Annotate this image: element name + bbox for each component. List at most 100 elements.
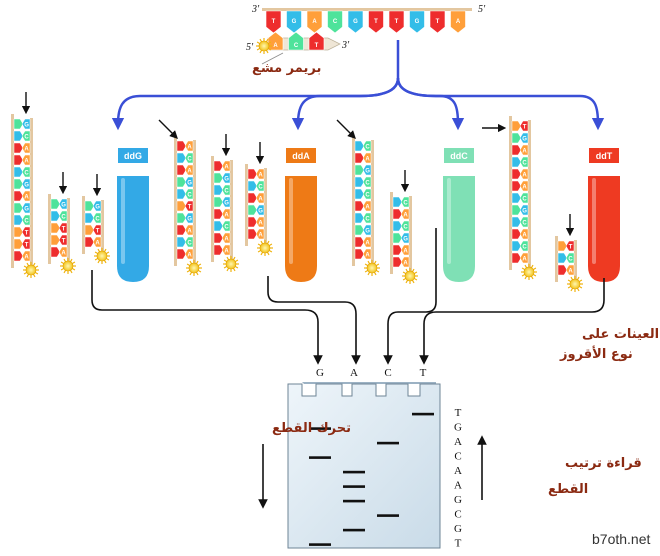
fragment-template-base: [213, 208, 224, 220]
template-base: [306, 10, 323, 34]
fragment-template-base: [176, 236, 187, 248]
fragment-base-letter: A: [365, 157, 370, 163]
fragment-template-base: [50, 222, 61, 234]
fragment-base-letter: G: [403, 237, 408, 243]
fragment-base-letter: C: [365, 181, 370, 187]
fragment-template-base: [354, 248, 365, 260]
fragment-base-letter: C: [365, 193, 370, 199]
fragment-base-letter: C: [187, 193, 192, 199]
primer-base: [288, 31, 304, 51]
fragment-base-letter: C: [187, 241, 192, 247]
fragment-template-base: [511, 228, 522, 240]
gel-band-g: [309, 456, 331, 459]
fragment-template-base: [247, 192, 258, 204]
fragment-base: [362, 140, 372, 152]
fragment-new-backbone: [193, 140, 196, 264]
fragment-new-backbone: [371, 140, 374, 264]
fragment-base: [92, 200, 102, 212]
fragment-base: [92, 236, 102, 248]
template-base-letter: C: [333, 19, 338, 25]
load-samples-label-line1: وضع العينات على: [582, 327, 660, 342]
fragment-radiolabel-icon: [257, 240, 273, 256]
fragment-base: [362, 164, 372, 176]
fragment-base-letter: A: [187, 145, 192, 151]
fragment-base-letter: C: [24, 135, 29, 141]
primer-base: [308, 31, 325, 51]
fragment-base-letter: C: [522, 197, 527, 203]
fragment-base-letter: A: [258, 173, 263, 179]
fragment-base: [184, 224, 194, 236]
fragment-template-base: [176, 164, 187, 176]
fragment-base: [519, 132, 529, 144]
fragment-base: [221, 184, 231, 196]
fragment-base: [400, 244, 410, 256]
template-base: [368, 10, 384, 34]
fragment-base: [184, 248, 194, 260]
fragment-template-base: [557, 264, 568, 276]
fragment-template-backbone: [82, 196, 85, 254]
fragment-base-letter: C: [522, 245, 527, 251]
fragment-template-base: [213, 184, 224, 196]
fragment-template-base: [354, 200, 365, 212]
fragment-radiolabel-icon: [223, 256, 239, 272]
fragment-base-letter: C: [365, 217, 370, 223]
fragment-template-base: [247, 204, 258, 216]
tube-c: [443, 176, 475, 282]
fragment-template-base: [354, 212, 365, 224]
fragment-base-letter: C: [224, 189, 229, 195]
fragment-base: [519, 144, 529, 156]
fragment-template-base: [213, 220, 224, 232]
line-g-to-gel: [91, 270, 323, 365]
fragment-template-backbone: [211, 156, 214, 262]
fragment-base: [519, 120, 529, 132]
fragment-base-letter: C: [224, 225, 229, 231]
sequence-letter: G: [454, 422, 462, 434]
fragment-base-letter: T: [96, 229, 100, 235]
fragment-base: [519, 180, 529, 192]
fragment-base-letter: C: [522, 221, 527, 227]
template-base-letter: T: [272, 19, 276, 25]
template-base: [347, 10, 364, 34]
template-base: [327, 10, 343, 34]
fragment-base: [400, 220, 410, 232]
fragment-base-letter: A: [224, 249, 229, 255]
fragment-base: [21, 118, 31, 130]
fragment-base: [92, 212, 102, 224]
fragment-base: [21, 178, 31, 190]
fragment-template-base: [354, 224, 365, 236]
fragment-base-letter: A: [522, 233, 527, 239]
fragment-base: [221, 196, 231, 208]
template-base-letter: G: [415, 19, 420, 25]
fragment-base: [221, 232, 231, 244]
fragment-template-base: [354, 188, 365, 200]
fragment-base-letter: A: [24, 159, 29, 165]
fragment-template-base: [213, 196, 224, 208]
fragment-base: [565, 240, 575, 252]
fragment-base-letter: C: [522, 161, 527, 167]
fragment-template-base: [13, 154, 24, 166]
template-base-letter: G: [353, 19, 358, 25]
fragment-base: [221, 208, 231, 220]
fragment-template-base: [176, 224, 187, 236]
fragment-base: [21, 190, 31, 202]
fragment-base: [519, 192, 529, 204]
fragment-template-base: [511, 192, 522, 204]
tube-label-t: ddT: [596, 151, 613, 161]
fragment-new-backbone: [230, 160, 233, 260]
fragment-template-base: [84, 212, 95, 224]
fragment-base: [362, 224, 372, 236]
dna-fragments: GCAACGAGCTTAGCTTAGCTAACAGCTGACAAGCGACAAA…: [11, 92, 583, 292]
fragment-base: [21, 202, 31, 214]
fragment-template-base: [176, 176, 187, 188]
fragment-base: [21, 250, 31, 262]
fragment-base-letter: G: [61, 203, 66, 209]
fragment-base-letter: G: [224, 177, 229, 183]
fragment-radiolabel-icon: [94, 248, 110, 264]
fragment-template-base: [13, 226, 24, 238]
sequence-letter: C: [454, 509, 461, 521]
tube-g: [117, 176, 149, 282]
